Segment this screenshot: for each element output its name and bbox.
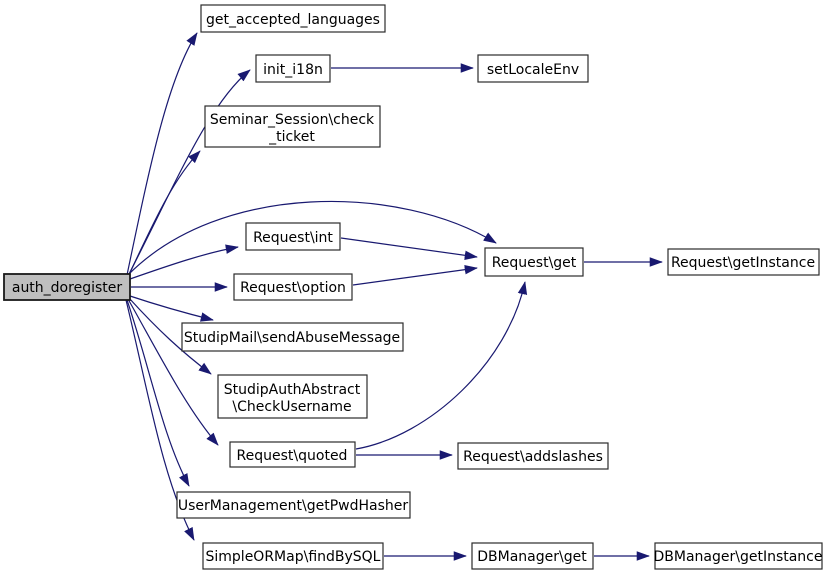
node-label: setLocaleEnv <box>487 62 579 78</box>
node-label: DBManager\get <box>477 549 587 565</box>
edges-layer <box>125 32 663 561</box>
node-box <box>233 273 353 301</box>
node-box <box>471 542 594 570</box>
node-label: Request\getInstance <box>671 255 815 271</box>
node-simpleormap-findBySQL[interactable]: SimpleORMap\findBySQL <box>202 542 384 570</box>
node-box <box>457 442 609 470</box>
node-seminar-session-check-ticket[interactable]: Seminar_Session\check _ticket <box>204 105 381 148</box>
node-box <box>245 222 341 251</box>
node-label: Request\get <box>492 255 577 271</box>
node-label-line2: _ticket <box>268 129 315 145</box>
node-box <box>229 441 356 468</box>
node-studipmail-sendAbuseMessage[interactable]: StudipMail\sendAbuseMessage <box>181 322 404 352</box>
nodes-layer: auth_doregister get_accepted_languages i… <box>3 4 823 570</box>
node-request-option[interactable]: Request\option <box>233 273 353 301</box>
node-label: DBManager\getInstance <box>653 549 822 565</box>
node-usermanagement-getPwdHasher[interactable]: UserManagement\getPwdHasher <box>176 491 411 519</box>
node-box <box>654 542 823 570</box>
node-label: Request\int <box>253 230 333 246</box>
node-setLocaleEnv[interactable]: setLocaleEnv <box>477 54 589 83</box>
edge-auth_doregister-to-studipauth_checkUsername <box>128 297 212 375</box>
edge-request_quoted-to-request_get <box>355 281 528 450</box>
node-box <box>181 322 404 352</box>
node-box <box>176 491 411 519</box>
node-box <box>3 273 131 301</box>
node-label-line1: StudipAuthAbstract <box>224 382 361 398</box>
edge-auth_doregister-to-request_get <box>127 200 497 276</box>
node-request-int[interactable]: Request\int <box>245 222 341 251</box>
node-label: auth_doregister <box>12 280 123 296</box>
edge-auth_doregister-to-request_int <box>129 244 239 280</box>
edge-request_option-to-request_get <box>352 264 478 286</box>
node-dbmanager-get[interactable]: DBManager\get <box>471 542 594 570</box>
node-request-addslashes[interactable]: Request\addslashes <box>457 442 609 470</box>
edge-auth_doregister-to-get_accepted_languages <box>126 32 198 276</box>
node-box <box>477 54 589 83</box>
node-init-i18n[interactable]: init_i18n <box>255 54 331 83</box>
node-box <box>217 374 368 419</box>
edge-auth_doregister-to-usermanagement_getPwdHasher <box>126 299 190 487</box>
edge-auth_doregister-to-request_quoted <box>127 298 219 446</box>
node-label: Request\quoted <box>237 448 348 464</box>
node-label: StudipMail\sendAbuseMessage <box>184 330 400 346</box>
node-box <box>255 54 331 83</box>
node-box <box>667 248 820 276</box>
node-label: Request\option <box>240 280 346 296</box>
edge-auth_doregister-to-studipmail_sendAbuseMessage <box>129 295 214 322</box>
node-box <box>202 542 384 570</box>
node-box <box>200 4 386 33</box>
node-label: UserManagement\getPwdHasher <box>178 498 409 514</box>
node-label-line2: \CheckUsername <box>232 399 351 415</box>
node-label: SimpleORMap\findBySQL <box>206 549 381 565</box>
node-auth-doregister[interactable]: auth_doregister <box>3 273 131 301</box>
node-studipauthabstract-checkUsername[interactable]: StudipAuthAbstract \CheckUsername <box>217 374 368 419</box>
node-request-quoted[interactable]: Request\quoted <box>229 441 356 468</box>
edge-auth_doregister-to-init_i18n <box>127 69 251 277</box>
node-label: get_accepted_languages <box>206 12 380 28</box>
node-dbmanager-getInstance[interactable]: DBManager\getInstance <box>653 542 823 570</box>
node-box <box>204 105 381 148</box>
node-label: init_i18n <box>263 62 323 78</box>
node-request-getInstance[interactable]: Request\getInstance <box>667 248 820 276</box>
node-label: Request\addslashes <box>463 449 603 465</box>
edge-request_int-to-request_get <box>340 237 478 261</box>
node-label-line1: Seminar_Session\check <box>210 112 375 128</box>
node-box <box>484 247 584 277</box>
edge-auth_doregister-to-seminar_check_ticket <box>127 150 201 278</box>
node-request-get[interactable]: Request\get <box>484 247 584 277</box>
node-get-accepted-languages[interactable]: get_accepted_languages <box>200 4 386 33</box>
